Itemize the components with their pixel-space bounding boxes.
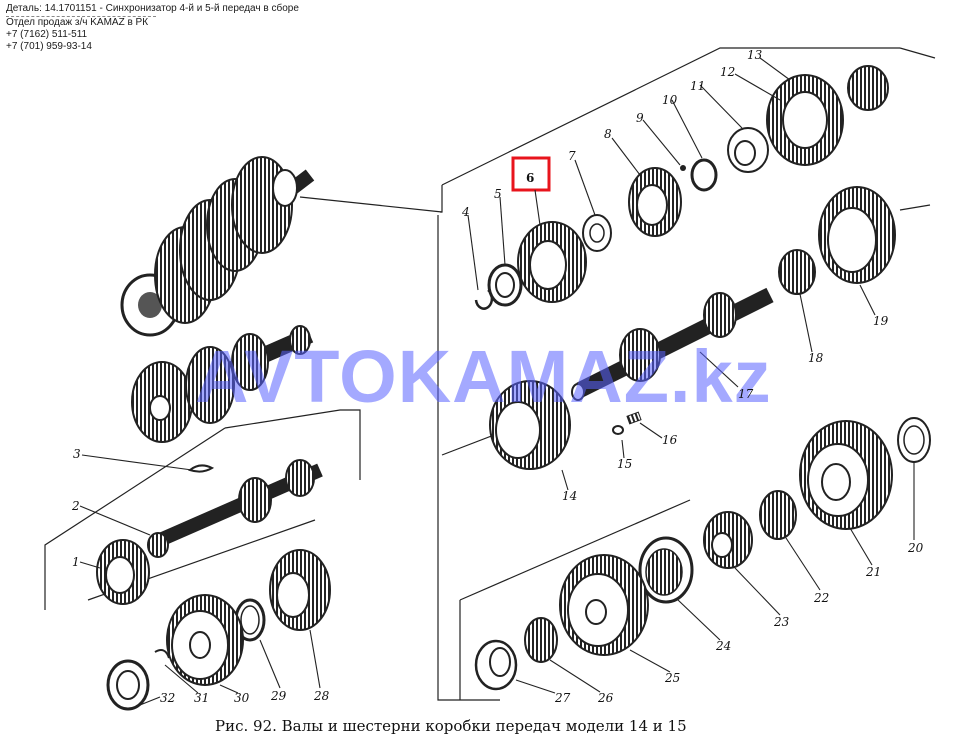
label-1: 1 (72, 555, 80, 569)
ring-part-10 (690, 158, 718, 192)
shaft-part-2 (147, 459, 323, 558)
gear-part-23 (703, 511, 753, 569)
label-15: 15 (617, 457, 632, 471)
label-10: 10 (662, 93, 678, 107)
gear-part-28 (269, 549, 331, 631)
label-18: 18 (808, 351, 824, 365)
label-30: 30 (234, 691, 250, 705)
ring-gear-part-24 (638, 536, 694, 604)
bearing-part-32 (106, 659, 150, 711)
label-23: 23 (773, 615, 790, 629)
ball-part-9 (680, 165, 686, 171)
bearing-part-13 (847, 65, 889, 111)
ring-part-7 (582, 214, 612, 252)
label-20: 20 (907, 541, 924, 555)
ball-part-15 (612, 425, 624, 435)
sales-department: Отдел продаж з/ч KAMAZ в РК (6, 17, 149, 28)
page-header: Деталь: 14.1701151 - Синхронизатор 4-й и… (6, 3, 326, 53)
gear-part-30 (166, 594, 244, 686)
shaft-part-17 (571, 287, 774, 401)
gear-part-25 (559, 554, 649, 656)
assembled-main-shaft (120, 156, 315, 337)
part-labels: 1 2 3 4 5 6 7 8 9 10 11 12 13 14 15 16 1… (71, 48, 924, 705)
bearing-part-5 (487, 263, 523, 307)
ring-part-20 (897, 417, 931, 463)
label-28: 28 (313, 689, 330, 703)
circlip-part-31 (154, 649, 170, 659)
label-24: 24 (715, 639, 731, 653)
label-19: 19 (873, 314, 889, 328)
intermediate-shaft (131, 325, 314, 443)
label-21: 21 (865, 565, 881, 579)
key-part-3 (187, 464, 215, 473)
phone-1: +7 (7162) 511-511 (6, 29, 88, 40)
phone-2: +7 (701) 959-93-14 (6, 41, 92, 52)
label-14: 14 (562, 489, 577, 503)
label-8: 8 (604, 127, 612, 141)
synchronizer-part-6 (517, 221, 587, 303)
label-3: 3 (73, 447, 81, 461)
bushing-part-11 (727, 127, 769, 173)
header-divider (6, 16, 156, 17)
bearing-part-22 (759, 490, 797, 540)
label-2: 2 (71, 499, 80, 513)
watermark: AVTOKAMAZ.kz (195, 335, 772, 418)
label-9: 9 (636, 111, 644, 125)
gear-part-1 (96, 539, 150, 605)
label-12: 12 (720, 65, 735, 79)
gear-part-19 (818, 186, 896, 284)
label-29: 29 (270, 689, 287, 703)
label-17: 17 (738, 387, 754, 401)
label-31: 31 (194, 691, 209, 705)
spring-part-16 (626, 411, 642, 425)
gear-part-8 (628, 167, 682, 237)
bushing-part-27 (474, 639, 518, 691)
label-25: 25 (664, 671, 680, 685)
label-7: 7 (568, 149, 576, 163)
label-26: 26 (597, 691, 614, 705)
label-6: 6 (526, 171, 534, 185)
label-32: 32 (160, 691, 175, 705)
bearing-part-18 (778, 249, 816, 295)
label-11: 11 (690, 79, 705, 93)
gear-part-21 (799, 420, 893, 530)
label-27: 27 (554, 691, 571, 705)
label-5: 5 (494, 187, 502, 201)
label-22: 22 (813, 591, 829, 605)
ring-gear-part-14 (489, 380, 571, 470)
bearing-part-26 (524, 617, 558, 663)
highlight-box (511, 156, 551, 192)
label-16: 16 (662, 433, 678, 447)
figure-caption: Рис. 92. Валы и шестерни коробки передач… (215, 717, 687, 735)
label-4: 4 (461, 205, 470, 219)
part-title: Деталь: 14.1701151 - Синхронизатор 4-й и… (6, 3, 299, 14)
leader-lines (79, 57, 915, 706)
gear-part-12 (766, 74, 844, 166)
label-13: 13 (747, 48, 763, 62)
